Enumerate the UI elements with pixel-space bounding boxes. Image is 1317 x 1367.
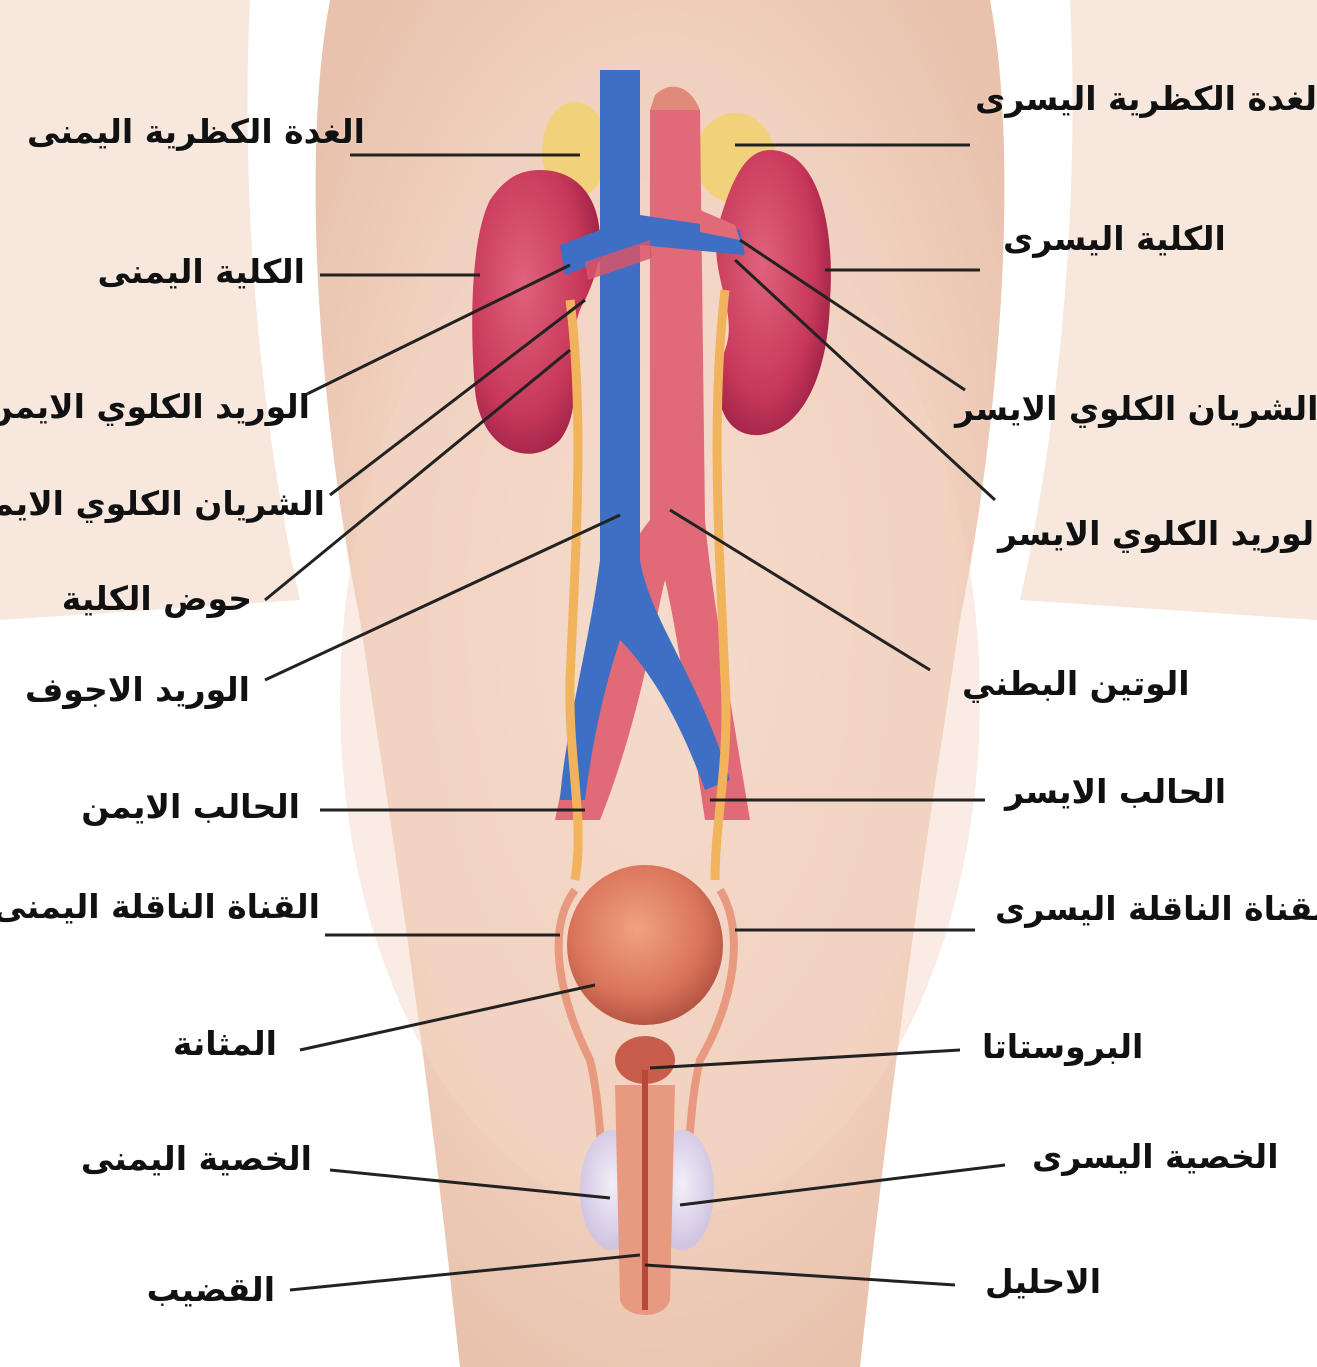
label-right-vas-deferens: القناة الناقلة اليمنى [0, 890, 320, 923]
label-left-testis: الخصية اليسرى [1032, 1140, 1279, 1173]
label-right-ureter: الحالب الايمن [81, 790, 300, 823]
label-left-renal-artery: الشريان الكلوي الايسر [955, 392, 1317, 425]
label-right-kidney: الكلية اليمنى [98, 255, 306, 288]
label-renal-pelvis: حوض الكلية [62, 582, 252, 615]
label-right-renal-vein: الوريد الكلوي الايمن [0, 390, 310, 423]
label-bladder: المثانة [173, 1027, 277, 1060]
label-abdominal-aorta: الوتين البطني [962, 667, 1190, 700]
label-urethra: الاحليل [985, 1265, 1101, 1298]
urinary-bladder [567, 865, 723, 1025]
label-left-kidney: الكلية اليسرى [1003, 222, 1226, 255]
label-vena-cava: الوريد الاجوف [25, 673, 250, 706]
label-left-vas-deferens: القناة الناقلة اليسرى [995, 892, 1317, 925]
label-right-renal-artery: الشريان الكلوي الايمن [0, 487, 325, 520]
label-penis: القضيب [147, 1273, 275, 1306]
label-left-adrenal: الغدة الكظرية اليسرى [975, 82, 1317, 115]
label-left-renal-vein: الوريد الكلوي الايسر [998, 517, 1317, 550]
label-left-ureter: الحالب الايسر [1005, 775, 1226, 808]
label-right-adrenal: الغدة الكظرية اليمنى [27, 115, 365, 148]
label-prostate: البروستاتا [982, 1030, 1143, 1063]
label-right-testis: الخصية اليمنى [81, 1142, 312, 1175]
